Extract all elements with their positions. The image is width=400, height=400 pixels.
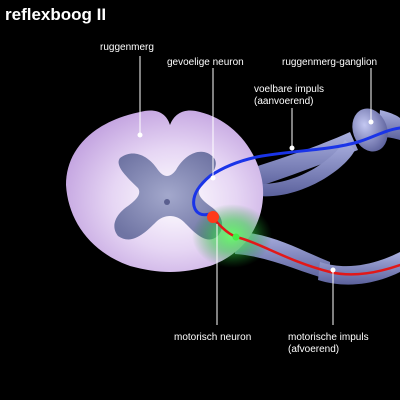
label-afferent-note: (aanvoerend) [254,96,313,107]
label-sensory-neuron: gevoelige neuron [167,57,244,68]
label-ganglion: ruggenmerg-ganglion [282,57,377,68]
label-efferent-impulse: motorische impuls [288,332,369,343]
motor-neuron-body [207,211,219,223]
label-efferent-note: (afvoerend) [288,344,339,355]
leader-dots [137,119,374,273]
leader-lines [139,56,372,325]
efferent-impulse-path [211,216,400,276]
label-spinal-cord: ruggenmerg [100,42,154,53]
diagram-title: reflexboog II [5,5,106,24]
afferent-impulse-path [192,126,400,217]
label-afferent-impulse: voelbare impuls [254,84,324,95]
label-motor-neuron: motorisch neuron [174,332,251,343]
synapse-dot [232,233,240,241]
